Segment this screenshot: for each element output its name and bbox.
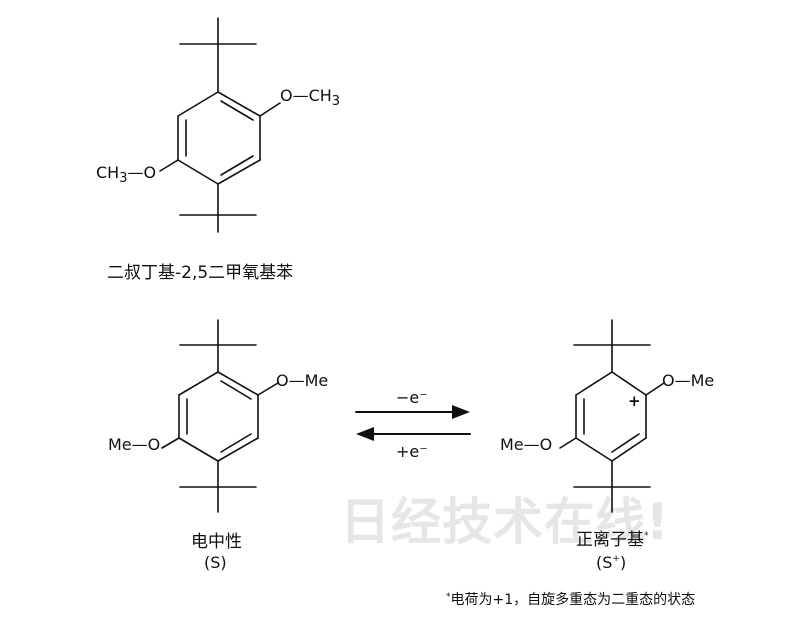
top-och3-right: O—CH3 (280, 86, 340, 109)
top-compound-name: 二叔丁基-2,5二甲氧基苯 (107, 263, 294, 283)
neutral-ome-right: O—Me (276, 371, 329, 390)
top-o-left-text: —O (127, 163, 157, 182)
cation-symbol-suffix: ) (619, 553, 627, 572)
neutral-label: 电中性 (191, 532, 242, 552)
footnote-text: 电荷为+1，自旋多重态为二重态的状态 (450, 592, 696, 608)
cation-label-asterisk: * (644, 531, 649, 541)
cation-symbol-sup: + (612, 554, 620, 564)
equilibrium-arrows (355, 405, 471, 441)
forward-arrow-label: −e⁻ (396, 388, 428, 407)
watermark: 日经技术在线! (340, 493, 670, 551)
top-subscript-3-left: 3 (119, 171, 128, 186)
footnote-asterisk: * (446, 592, 451, 602)
cation-label: 正离子基* (576, 532, 649, 549)
cation-plus-charge: + (628, 392, 641, 410)
cation-symbol-prefix: (S (596, 553, 613, 572)
top-subscript-3-right: 3 (331, 94, 341, 109)
neutral-molecule-bonds (161, 319, 279, 513)
cation-molecule-bonds (559, 319, 665, 513)
neutral-symbol: (S) (204, 553, 227, 572)
cation-symbol: (S+) (596, 555, 626, 571)
cation-label-text: 正离子基 (576, 530, 644, 550)
cation-ome-right: O—Me (662, 371, 715, 390)
neutral-meo-left: Me—O (108, 435, 161, 454)
backward-arrow-label: +e⁻ (396, 442, 428, 461)
top-ch3-left-text: CH (96, 163, 120, 182)
cation-meo-left: Me—O (500, 435, 553, 454)
top-molecule-bonds (159, 17, 281, 233)
footnote: *电荷为+1，自旋多重态为二重态的状态 (446, 592, 696, 608)
top-och3-right-text: O—CH (280, 86, 332, 105)
top-ch3o-left: CH3—O (96, 163, 157, 186)
